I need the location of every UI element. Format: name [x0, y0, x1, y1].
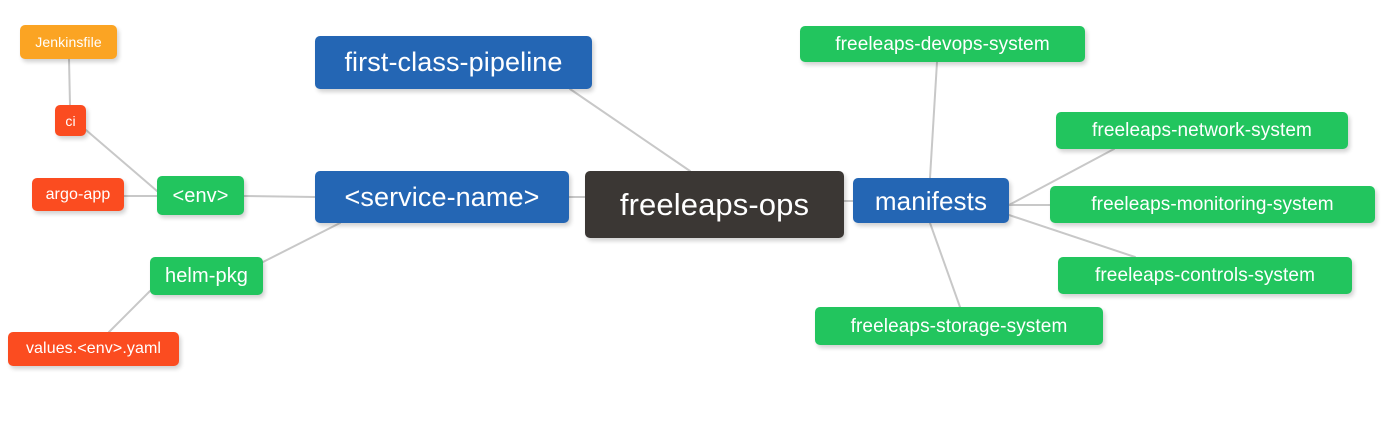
- mindmap-node-freeleaps-ops[interactable]: freeleaps-ops: [585, 171, 844, 238]
- mindmap-node-manifests[interactable]: manifests: [853, 178, 1009, 223]
- edge-first-class-pipeline-to-freeleaps-ops: [569, 88, 691, 172]
- mindmap-node-values-yaml[interactable]: values.<env>.yaml: [8, 332, 179, 366]
- edge-jenkinsfile-to-ci: [68, 58, 71, 106]
- node-label-freeleaps-storage-system: freeleaps-storage-system: [850, 315, 1068, 337]
- edge-manifests-to-freeleaps-storage-system: [929, 222, 961, 308]
- mindmap-node-freeleaps-storage-system[interactable]: freeleaps-storage-system: [815, 307, 1103, 345]
- node-label-freeleaps-controls-system: freeleaps-controls-system: [1094, 265, 1316, 286]
- mindmap-node-freeleaps-network-system[interactable]: freeleaps-network-system: [1056, 112, 1348, 149]
- node-label-ci: ci: [65, 112, 76, 129]
- mindmap-node-freeleaps-monitoring-system[interactable]: freeleaps-monitoring-system: [1050, 186, 1375, 223]
- mindmap-node-first-class-pipeline[interactable]: first-class-pipeline: [315, 36, 592, 89]
- node-label-env: <env>: [172, 184, 229, 207]
- edge-helm-pkg-to-service-name: [262, 222, 341, 263]
- node-label-helm-pkg: helm-pkg: [164, 265, 249, 287]
- mindmap-node-ci[interactable]: ci: [55, 105, 86, 136]
- edge-values-yaml-to-helm-pkg: [108, 290, 151, 333]
- node-label-manifests: manifests: [874, 185, 988, 216]
- mindmap-node-helm-pkg[interactable]: helm-pkg: [150, 257, 263, 295]
- mindmap-node-argo-app[interactable]: argo-app: [32, 178, 124, 211]
- node-label-first-class-pipeline: first-class-pipeline: [344, 47, 563, 77]
- node-label-freeleaps-network-system: freeleaps-network-system: [1092, 120, 1312, 141]
- mindmap-node-jenkinsfile[interactable]: Jenkinsfile: [20, 25, 117, 59]
- mindmap-node-service-name[interactable]: <service-name>: [315, 171, 569, 223]
- node-label-freeleaps-ops: freeleaps-ops: [619, 187, 810, 222]
- node-label-freeleaps-devops-system: freeleaps-devops-system: [835, 33, 1050, 55]
- mindmap-node-freeleaps-controls-system[interactable]: freeleaps-controls-system: [1058, 257, 1352, 294]
- edge-manifests-to-freeleaps-devops-system: [929, 61, 938, 179]
- node-label-values-yaml: values.<env>.yaml: [25, 340, 162, 357]
- mindmap-node-env[interactable]: <env>: [157, 176, 244, 215]
- node-label-jenkinsfile: Jenkinsfile: [35, 34, 102, 50]
- edge-env-to-service-name: [243, 195, 316, 198]
- node-label-freeleaps-monitoring-system: freeleaps-monitoring-system: [1091, 194, 1334, 215]
- node-label-service-name: <service-name>: [344, 181, 540, 212]
- mindmap-node-freeleaps-devops-system[interactable]: freeleaps-devops-system: [800, 26, 1085, 62]
- node-label-argo-app: argo-app: [45, 185, 111, 203]
